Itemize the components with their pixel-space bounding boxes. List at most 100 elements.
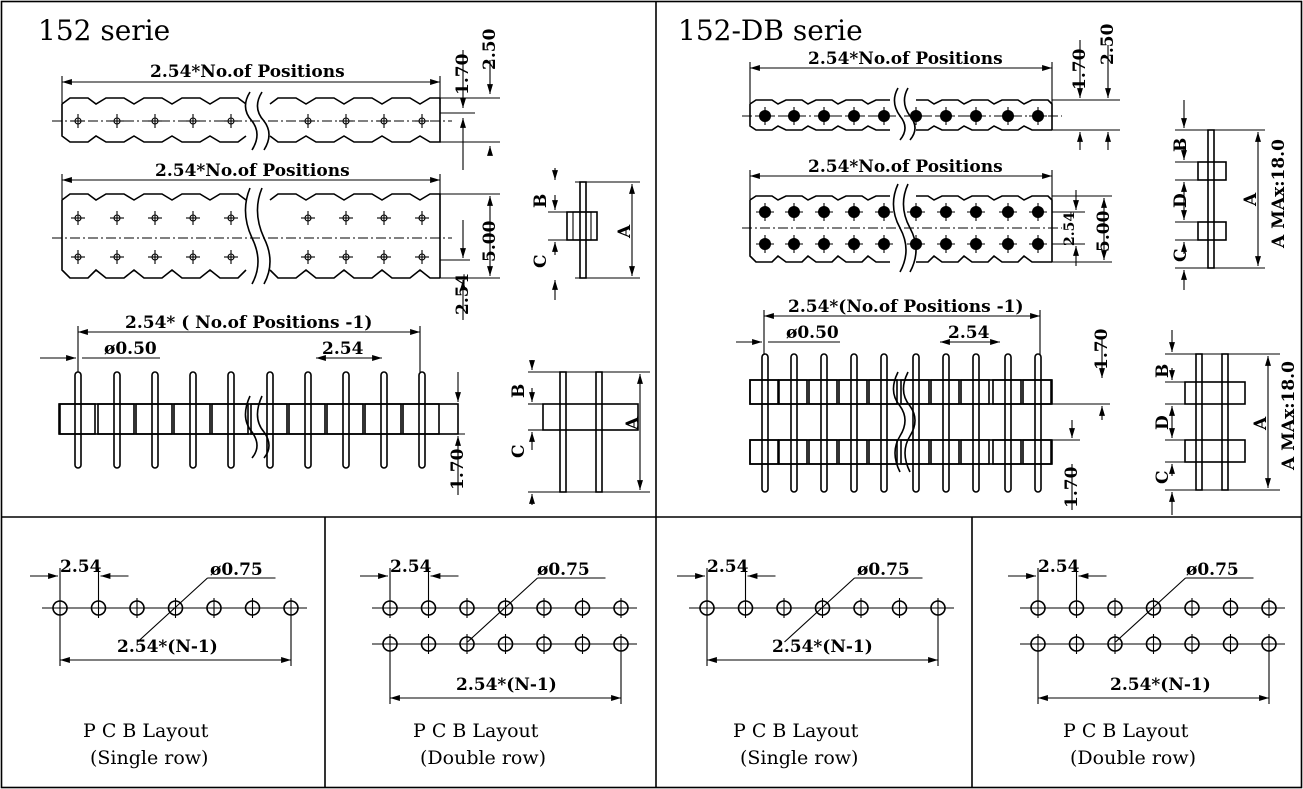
pin-housing-segment	[868, 439, 898, 465]
pin-housing-segment	[326, 403, 364, 435]
pcb-layout-2: 2.54 ø0.75 2.54*(N-1) P C B Layout (Doub…	[360, 557, 637, 769]
right-label-b2: B	[1153, 364, 1173, 378]
pin	[113, 371, 121, 469]
layout-2-caption-2: (Double row)	[420, 747, 546, 769]
left-dim-500: 5.00	[480, 220, 500, 262]
pin	[266, 371, 274, 469]
pin-housing-segment	[1022, 379, 1052, 405]
pin-housing-segment	[992, 379, 1022, 405]
pin	[189, 371, 197, 469]
layout-3-caption-1: P C B Layout	[733, 720, 859, 742]
pcb-layout-3: 2.54 ø0.75 2.54*(N-1) P C B Layout (Sing…	[677, 557, 954, 769]
right-dim-positions-top: 2.54*No.of Positions	[808, 49, 1003, 69]
pin	[227, 371, 235, 469]
right-dim-pitch: 2.54	[948, 323, 990, 343]
pin-housing-segment	[173, 403, 211, 435]
right-label-c2: C	[1153, 470, 1173, 484]
pin-housing-segment	[135, 403, 173, 435]
pin	[1004, 353, 1012, 493]
right-label-a1: A	[1241, 192, 1261, 207]
layout-4-span: 2.54*(N-1)	[1110, 675, 1211, 695]
left-top-view-single-row: 2.54*No.of Positions 1.70 2.50	[52, 28, 500, 170]
left-panel-title: 152 serie	[38, 14, 170, 47]
pin-housing-segment	[808, 379, 838, 405]
right-front-view-pins: 2.54*(No.of Positions -1) ø0.50 2.54 1.7…	[736, 297, 1112, 510]
pin	[74, 371, 82, 469]
pin-housing-segment	[868, 379, 898, 405]
left-label-a2: A	[623, 416, 643, 431]
layout-3-hole: ø0.75	[857, 560, 910, 580]
right-side-view-small: B D C A A MAx:18.0	[1171, 100, 1289, 290]
pin-housing-segment	[930, 379, 960, 405]
pin	[342, 371, 350, 469]
layout-4-pitch: 2.54	[1038, 557, 1080, 577]
pin	[761, 353, 769, 493]
right-dim-170-c: 1.70	[1062, 466, 1082, 508]
left-dim-positions-mid: 2.54*No.of Positions	[155, 161, 350, 181]
left-dim-diameter: ø0.50	[104, 339, 157, 359]
layout-2-caption-1: P C B Layout	[413, 720, 539, 742]
pin-housing-segment	[58, 403, 96, 435]
pin-housing-segment	[838, 379, 868, 405]
right-label-d2: D	[1153, 415, 1173, 430]
pin-housing-segment	[749, 379, 779, 405]
pin-housing-segment	[960, 379, 990, 405]
right-label-a2: A	[1251, 416, 1271, 431]
pcb-layout-4: 2.54 ø0.75 2.54*(N-1) P C B Layout (Doub…	[1008, 557, 1285, 769]
layout-1-caption-1: P C B Layout	[83, 720, 209, 742]
pin-housing-segment	[749, 439, 779, 465]
pin	[151, 371, 159, 469]
pin-housing-segment	[211, 403, 249, 435]
left-dim-pitch: 2.54	[322, 339, 364, 359]
right-label-d1: D	[1171, 193, 1191, 208]
layout-2-span: 2.54*(N-1)	[456, 675, 557, 695]
pin-housing-segment	[900, 439, 930, 465]
left-side-view-large: B C A	[509, 360, 650, 505]
pin-housing-segment	[960, 439, 990, 465]
layout-3-span: 2.54*(N-1)	[772, 637, 873, 657]
right-dim-250: 2.50	[1098, 23, 1118, 65]
right-side-view-large: B D C A A MAx:18.0	[1153, 330, 1299, 515]
right-label-b1: B	[1171, 138, 1191, 152]
layout-1-hole: ø0.75	[210, 560, 263, 580]
right-dim-diameter: ø0.50	[786, 323, 839, 343]
pin	[850, 353, 858, 493]
right-panel-152-db-serie: 152-DB serie 2.54*No.of Positions 1.70 2…	[678, 14, 1299, 515]
layout-1-span: 2.54*(N-1)	[117, 637, 218, 657]
left-dim-170-a: 1.70	[453, 53, 473, 95]
layout-4-caption-1: P C B Layout	[1063, 720, 1189, 742]
pcb-layout-1: 2.54 ø0.75 2.54*(N-1) P C B Layout (Sing…	[30, 557, 307, 769]
pin-housing-segment	[1022, 439, 1052, 465]
pin-housing-segment	[838, 439, 868, 465]
pin-housing-segment	[250, 403, 288, 435]
layout-2-pitch: 2.54	[390, 557, 432, 577]
pin-housing-segment	[402, 403, 440, 435]
left-dim-254-side: 2.54	[453, 273, 473, 315]
left-dim-250: 2.50	[480, 28, 500, 70]
left-dim-170-b: 1.70	[448, 448, 468, 490]
right-dim-positions-pin: 2.54*(No.of Positions -1)	[788, 297, 1024, 317]
pin-housing-segment	[992, 439, 1022, 465]
left-dim-positions-top: 2.54*No.of Positions	[150, 62, 345, 82]
pin	[880, 353, 888, 493]
layout-3-caption-2: (Single row)	[740, 747, 858, 769]
right-label-c1: C	[1171, 248, 1191, 262]
layout-3-pitch: 2.54	[707, 557, 749, 577]
layout-4-hole: ø0.75	[1186, 560, 1239, 580]
pin	[820, 353, 828, 493]
right-top-view-double-row: 2.54*No.of Positions 2.54 5.00	[742, 157, 1114, 273]
right-top-view-single-row: 2.54*No.of Positions 1.70 2.50	[742, 23, 1120, 150]
pin-housing-segment	[930, 439, 960, 465]
right-panel-title: 152-DB serie	[678, 14, 863, 47]
right-label-amax2: A MAx:18.0	[1279, 361, 1299, 471]
layout-2-hole: ø0.75	[537, 560, 590, 580]
left-panel-152-serie: 152 serie 2.54*No.of Positions 1.70 2.50	[38, 14, 650, 505]
pin	[1034, 353, 1042, 493]
right-dim-positions-mid: 2.54*No.of Positions	[808, 157, 1003, 177]
right-label-amax1: A MAx:18.0	[1269, 139, 1289, 249]
left-label-a1: A	[615, 224, 635, 239]
right-dim-170-a: 1.70	[1070, 48, 1090, 90]
left-top-view-double-row: 2.54*No.of Positions 5.00 2.54	[52, 161, 500, 320]
pin	[972, 353, 980, 493]
